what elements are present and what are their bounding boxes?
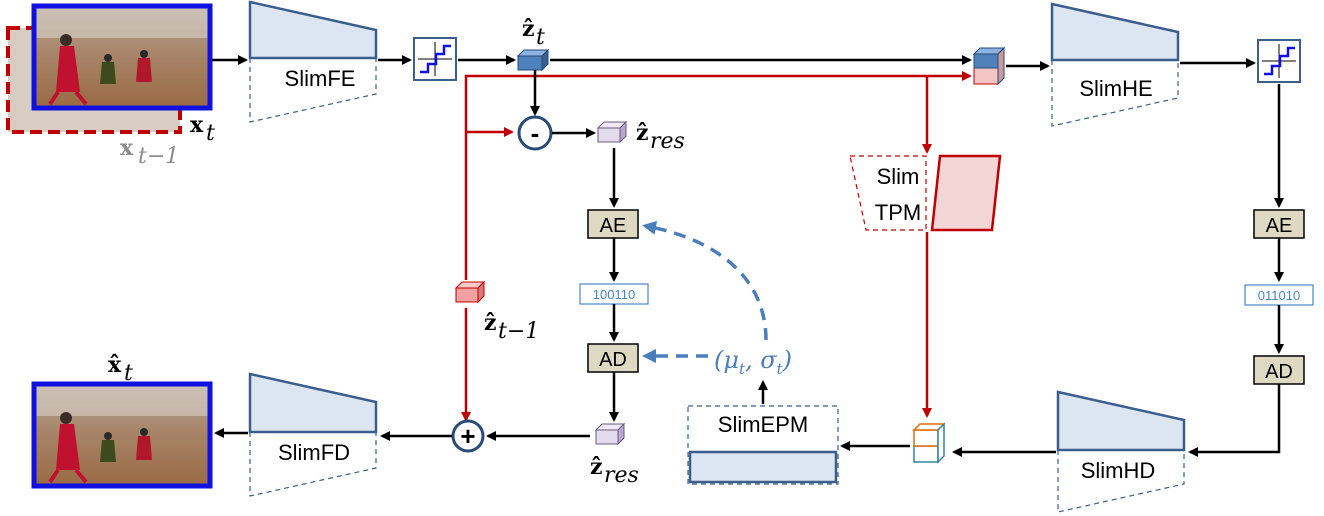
main-bitstream-text: 100110 xyxy=(593,287,635,302)
latent-label: ẑ t xyxy=(522,16,545,50)
params-open: (μ xyxy=(714,346,739,374)
hyper-ad-label: AD xyxy=(1265,361,1293,383)
quantizer-icon xyxy=(413,37,457,81)
subtract-operator: - xyxy=(517,115,553,151)
slim-he-label: SlimHE xyxy=(1079,76,1152,101)
hyper-ae-box: AE xyxy=(1253,209,1305,239)
hyper-ae-label: AE xyxy=(1266,215,1293,237)
residual-symbol-top: ẑ xyxy=(636,120,649,146)
latent-subscript: t xyxy=(536,25,545,50)
concat-cube-top xyxy=(972,46,1006,86)
latent-symbol: ẑ xyxy=(522,16,535,42)
top-forward-arrows xyxy=(212,55,1284,208)
slim-fe-module: SlimFE xyxy=(248,0,378,123)
params-mid: , σ xyxy=(745,346,777,374)
slim-fd-module: SlimFD xyxy=(248,372,378,497)
previous-latent-symbol: ẑ xyxy=(484,310,497,336)
input-frame-image xyxy=(31,3,213,111)
subtract-symbol: - xyxy=(531,118,540,148)
concat-cube-bottom xyxy=(912,422,946,464)
hyper-bitstream: 011010 xyxy=(1244,284,1314,306)
slim-fe-label: SlimFE xyxy=(285,66,356,91)
svg-text:(μt, σt): (μt, σt) xyxy=(714,346,792,378)
slim-he-module: SlimHE xyxy=(1050,2,1180,127)
main-ad-label: AD xyxy=(599,349,627,371)
reconstructed-frame-subscript: t xyxy=(124,361,133,386)
previous-latent-subscript: t−1 xyxy=(498,319,539,344)
residual-cube-bottom xyxy=(594,422,626,446)
residual-label-bottom: ẑ res xyxy=(590,454,639,488)
previous-latent-cube xyxy=(454,280,486,304)
hyper-quantizer-icon xyxy=(1257,39,1301,83)
previous-latent-label: ẑ t−1 xyxy=(484,310,539,344)
residual-cube-top xyxy=(596,120,628,144)
slim-tpm-label-line2: TPM xyxy=(875,200,921,225)
slim-hd-module: SlimHD xyxy=(1056,390,1186,513)
slim-epm-module: SlimEPM xyxy=(687,405,839,485)
hyper-ad-box: AD xyxy=(1253,355,1305,385)
entropy-params-label: (μt, σt) xyxy=(714,346,792,378)
temporal-red-paths xyxy=(461,71,972,422)
previous-frame-symbol: x xyxy=(120,135,134,161)
slim-tpm-label-line1: Slim xyxy=(877,164,920,189)
main-ae-box: AE xyxy=(587,209,639,239)
add-operator: + xyxy=(451,419,485,453)
residual-label-top: ẑ res xyxy=(636,120,685,154)
main-ad-box: AD xyxy=(587,343,639,373)
slim-tpm-module: Slim TPM xyxy=(849,154,1002,232)
params-sub-mu: t xyxy=(739,360,746,378)
main-ae-label: AE xyxy=(600,215,627,237)
previous-frame-subscript: t−1 xyxy=(138,144,179,169)
hyper-bitstream-text: 011010 xyxy=(1258,288,1300,303)
input-frame-label: x t xyxy=(190,112,215,146)
params-to-ae-dashed-arrow xyxy=(642,220,768,341)
input-frame-symbol: x xyxy=(190,112,204,138)
hyper-ad-to-hd-arrow xyxy=(1188,384,1281,457)
slim-hd-label: SlimHD xyxy=(1081,458,1156,483)
previous-frame-label: x t−1 xyxy=(120,135,179,169)
params-sub-sigma: t xyxy=(777,360,784,378)
residual-subscript-top: res xyxy=(650,129,685,154)
params-close: ) xyxy=(782,346,792,374)
main-bitstream: 100110 xyxy=(579,283,649,305)
add-symbol: + xyxy=(460,421,475,451)
reconstructed-frame-label: x̂ t xyxy=(108,352,133,386)
reconstructed-frame-symbol: x̂ xyxy=(108,352,122,378)
input-frame-subscript: t xyxy=(206,121,215,146)
reconstructed-frame-image xyxy=(31,381,213,489)
slim-epm-label: SlimEPM xyxy=(718,412,808,437)
slim-fd-label: SlimFD xyxy=(278,440,350,465)
residual-symbol-bottom: ẑ xyxy=(590,454,603,480)
residual-subscript-bottom: res xyxy=(604,463,639,488)
latent-cube xyxy=(516,48,550,72)
